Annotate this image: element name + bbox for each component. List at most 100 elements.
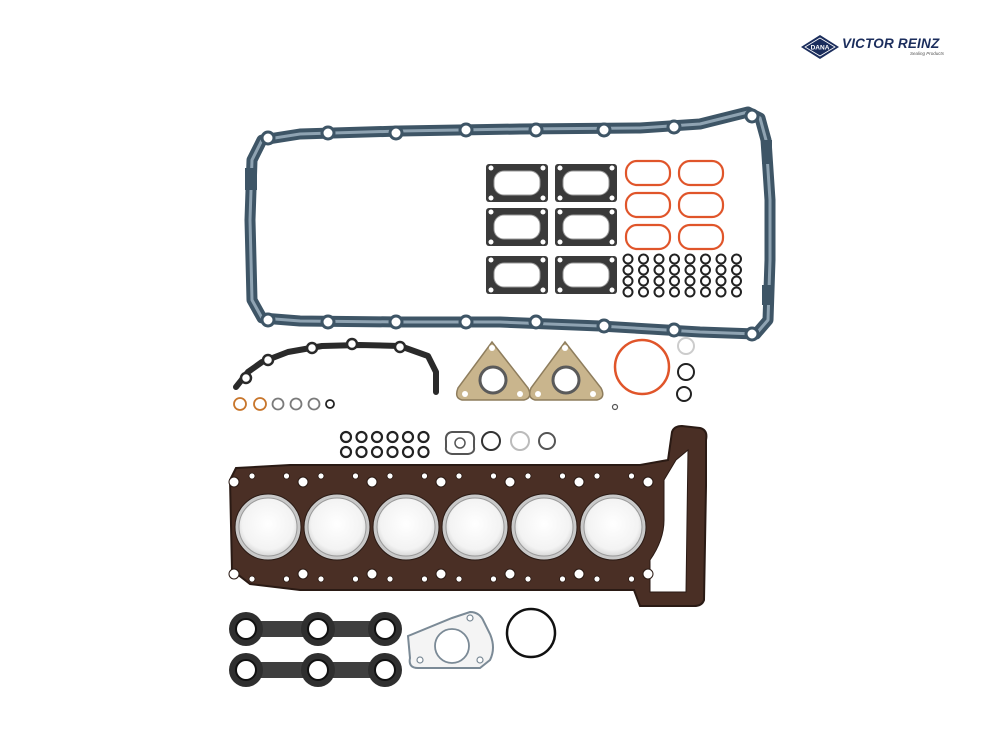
coolant-passage xyxy=(421,472,428,480)
head-bolt-hole xyxy=(297,568,309,580)
coolant-passage xyxy=(352,575,359,583)
coolant-passage xyxy=(283,472,290,480)
coolant-passage xyxy=(248,472,256,480)
valve-stem-seal xyxy=(669,275,680,287)
head-bolt-hole xyxy=(573,568,585,580)
head-bolt-hole xyxy=(642,476,654,488)
head-bolt-hole xyxy=(228,568,240,580)
head-bolt-hole xyxy=(366,476,378,488)
valve-stem-seal xyxy=(622,253,634,265)
head-bolt-hole xyxy=(504,476,516,488)
cylinder-bore xyxy=(583,497,643,557)
cylinder-head-gasket xyxy=(228,424,708,607)
coolant-passage xyxy=(524,575,532,583)
coolant-passage xyxy=(317,472,325,480)
valve-stem-seal xyxy=(731,286,742,298)
orange-o-ring xyxy=(613,338,671,396)
intake-plenum-gaskets xyxy=(228,612,403,688)
valve-stem-seal xyxy=(731,275,742,287)
spark-plug-tube-seal xyxy=(401,445,415,459)
spark-plug-tube-seal xyxy=(417,445,430,459)
small-flange-gasket xyxy=(444,431,476,455)
head-bolt-hole xyxy=(435,568,447,580)
coolant-passage xyxy=(559,575,566,583)
spark-plug-tube-seal xyxy=(339,445,353,459)
coolant-passage xyxy=(455,472,463,480)
coolant-passage xyxy=(593,472,601,480)
coolant-passage xyxy=(628,575,635,583)
dana-diamond-icon: DANA xyxy=(801,35,839,59)
coolant-passage xyxy=(248,575,256,583)
brand-name: VICTOR REINZ xyxy=(842,36,940,51)
valve-stem-seal xyxy=(684,253,696,265)
valve-stem-seal xyxy=(684,275,696,287)
coolant-passage xyxy=(628,472,635,480)
valve-stem-seal xyxy=(622,275,634,287)
cylinder-bore xyxy=(514,497,574,557)
valve-stem-seal xyxy=(731,264,742,276)
spark-plug-tube-seal xyxy=(370,430,384,444)
valve-stem-seal xyxy=(715,275,727,287)
brand-tagline: Sealing Products xyxy=(910,51,945,56)
dana-badge-text: DANA xyxy=(811,45,830,52)
coolant-passage xyxy=(593,575,601,583)
valve-stem-seal xyxy=(700,286,711,298)
valve-stem-seal xyxy=(669,253,680,265)
valve-stem-seal xyxy=(638,264,649,276)
right-small-rings xyxy=(611,337,695,411)
valve-stem-seal xyxy=(653,264,665,276)
valve-stem-seal xyxy=(700,264,711,276)
spark-plug-tube-seal xyxy=(355,445,368,459)
coolant-passage xyxy=(524,472,532,480)
head-bolt-hole xyxy=(228,476,240,488)
valve-stem-seal xyxy=(638,253,649,265)
cylinder-bore xyxy=(445,497,505,557)
valve-stem-seal xyxy=(638,275,649,287)
coolant-passage xyxy=(490,472,497,480)
spark-plug-tube-seal xyxy=(339,430,353,444)
head-bolt-hole xyxy=(366,568,378,580)
coolant-passage xyxy=(559,472,566,480)
valve-cover-gasket xyxy=(244,106,776,342)
coolant-passage xyxy=(386,472,394,480)
spark-plug-tube-seal xyxy=(386,445,399,459)
valve-stem-seal xyxy=(622,286,634,298)
valve-stem-seal xyxy=(715,286,727,298)
small-sealing-rings xyxy=(233,397,335,411)
valve-stem-seal xyxy=(638,286,649,298)
valve-stem-seal xyxy=(715,253,727,265)
head-bolt-hole xyxy=(504,568,516,580)
brand-logo: DANA VICTOR REINZ Sealing Products xyxy=(800,34,945,60)
head-bolt-hole xyxy=(573,476,585,488)
spark-plug-tube-seal xyxy=(386,430,399,444)
valve-stem-seal xyxy=(669,264,680,276)
coolant-passage xyxy=(317,575,325,583)
valve-stem-seal xyxy=(700,275,711,287)
cylinder-bore xyxy=(238,497,298,557)
valve-stem-seal xyxy=(653,286,665,298)
spark-plug-tube-seal xyxy=(401,430,415,444)
coolant-passage xyxy=(490,575,497,583)
exhaust-manifold-gaskets xyxy=(485,163,618,295)
valve-stem-seal xyxy=(622,264,634,276)
valve-stem-seals xyxy=(622,253,742,298)
valve-stem-seal xyxy=(715,264,727,276)
intake-rubber-gaskets xyxy=(624,159,725,251)
washers xyxy=(481,431,556,451)
coolant-passage xyxy=(421,575,428,583)
head-bolt-hole xyxy=(642,568,654,580)
cylinder-bore xyxy=(376,497,436,557)
head-bolt-hole xyxy=(435,476,447,488)
spark-plug-tube-seal xyxy=(355,430,368,444)
head-bolt-hole xyxy=(297,476,309,488)
valve-stem-seal xyxy=(731,253,742,265)
cylinder-bore xyxy=(307,497,367,557)
valve-stem-seal xyxy=(684,286,696,298)
coolant-passage xyxy=(352,472,359,480)
black-o-ring xyxy=(505,607,557,659)
coolant-passage xyxy=(455,575,463,583)
exhaust-flange-gaskets xyxy=(455,340,605,402)
timing-cover-gasket xyxy=(233,337,439,395)
coolant-passage xyxy=(283,575,290,583)
